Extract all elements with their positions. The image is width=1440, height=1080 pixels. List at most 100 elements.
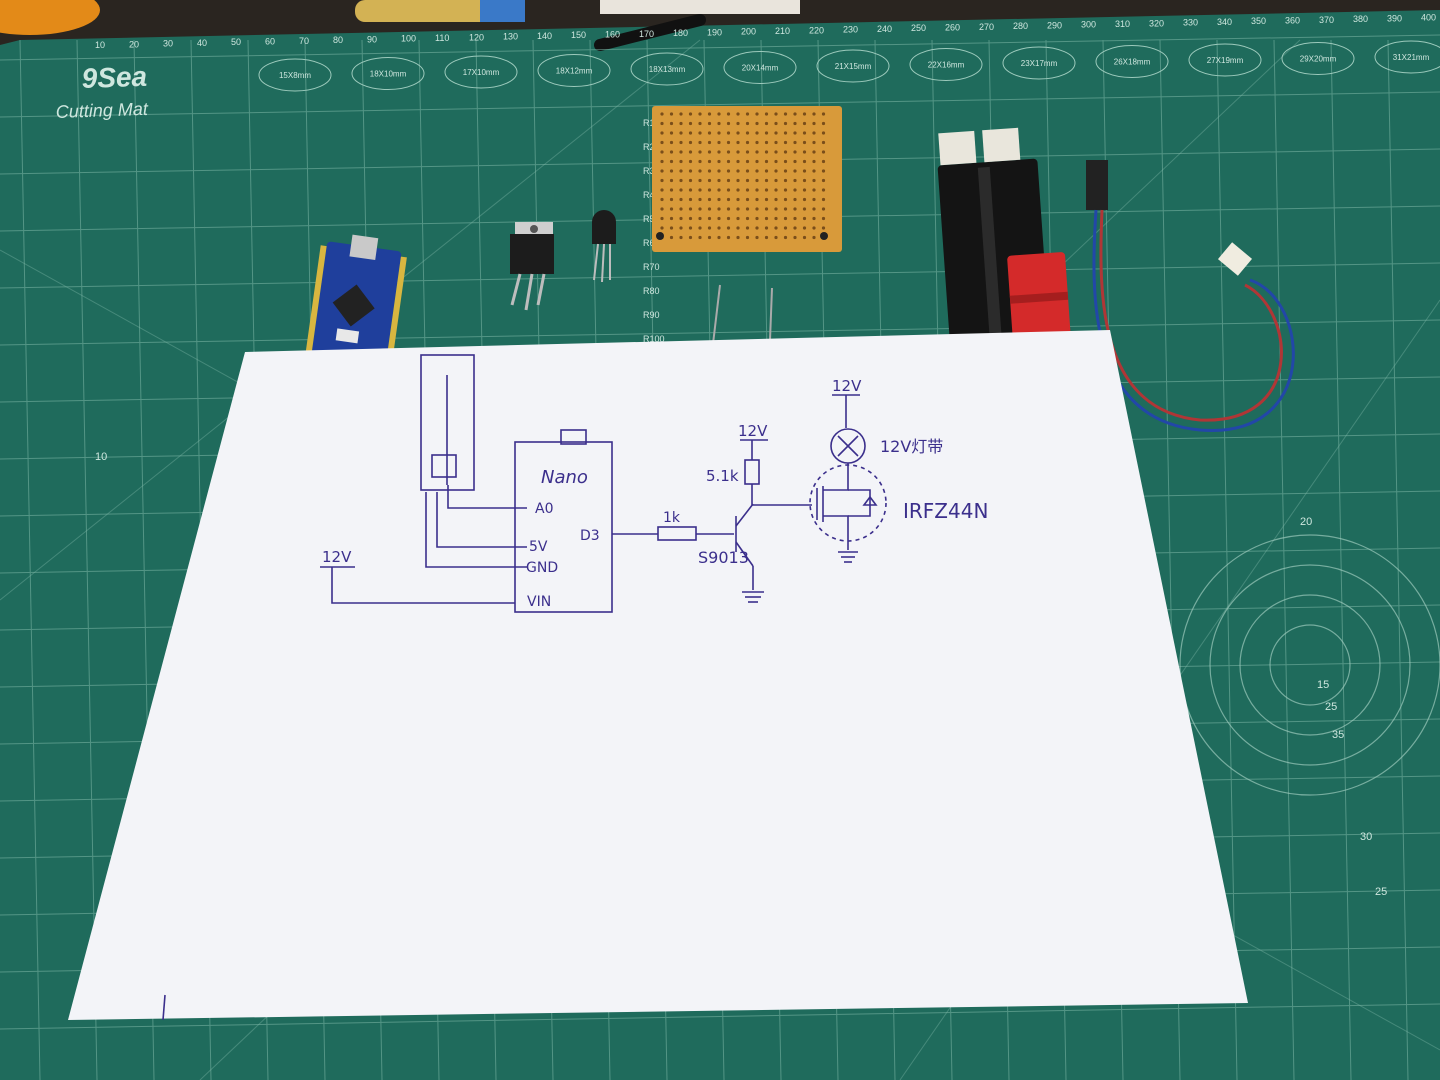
perfboard-hole: [745, 159, 750, 164]
label-d3: D3: [580, 528, 600, 544]
perfboard-hole: [783, 226, 788, 230]
circuit-schematic: [162, 354, 887, 1021]
perfboard-hole: [679, 178, 683, 183]
perfboard-hole: [812, 178, 816, 183]
perfboard: [652, 106, 842, 252]
perfboard-hole: [783, 207, 788, 211]
perfboard-hole: [698, 169, 702, 173]
perfboard-hole: [793, 169, 797, 173]
perfboard-hole: [783, 121, 788, 126]
perfboard-hole: [736, 150, 740, 154]
perfboard-hole: [736, 216, 740, 221]
size-circle: 26X18mm: [1095, 45, 1169, 78]
perfboard-hole: [802, 235, 807, 240]
perfboard-hole: [707, 150, 712, 154]
perfboard-hole: [717, 121, 721, 126]
perfboard-hole: [793, 159, 797, 164]
radius-mark: R30: [643, 166, 660, 176]
perfboard-hole: [669, 207, 674, 211]
perfboard-hole: [812, 159, 816, 164]
ruler-number: 160: [605, 30, 620, 40]
perfboard-hole: [679, 131, 683, 135]
ruler-number: 360: [1285, 16, 1300, 26]
perfboard-hole: [802, 207, 807, 211]
size-circle-label: 31X21mm: [1393, 53, 1430, 62]
size-circle-label: 23X17mm: [1021, 59, 1058, 68]
perfboard-hole: [764, 159, 769, 164]
ruler-number: 300: [1081, 20, 1096, 30]
label-5v: 5V: [529, 539, 548, 555]
ruler-number: 120: [469, 32, 484, 42]
perfboard-hole: [736, 159, 740, 164]
perfboard-hole: [783, 169, 788, 173]
screwdriver-band: [480, 0, 525, 22]
perfboard-hole: [821, 150, 826, 154]
perfboard-hole: [774, 150, 778, 154]
perfboard-hole: [745, 131, 750, 135]
perfboard-hole: [745, 207, 750, 211]
perfboard-hole: [669, 150, 674, 154]
perfboard-hole: [764, 150, 769, 154]
perfboard-hole: [660, 150, 664, 154]
perfboard-hole: [688, 178, 693, 183]
perfboard-hole: [736, 121, 740, 126]
perfboard-hole: [707, 169, 712, 173]
ruler-number: 220: [809, 25, 824, 35]
size-circle: 23X17mm: [1002, 46, 1076, 80]
ruler-number: 20: [129, 39, 139, 49]
size-circle-label: 15X8mm: [279, 71, 311, 80]
ruler-number: 100: [401, 34, 416, 44]
perfboard-hole: [774, 235, 778, 240]
size-circle-label: 17X10mm: [463, 68, 500, 77]
perfboard-hole: [688, 197, 693, 202]
perfboard-hole: [793, 235, 797, 240]
ruler-number: 170: [639, 29, 654, 39]
perfboard-hole: [726, 188, 731, 192]
perfboard-hole: [707, 226, 712, 230]
perfboard-hole: [660, 207, 664, 211]
perfboard-hole: [707, 121, 712, 126]
perfboard-hole: [793, 216, 797, 221]
ruler-number: 90: [367, 34, 377, 44]
perfboard-hole: [745, 226, 750, 230]
perfboard-hole: [707, 216, 712, 221]
perfboard-hole: [660, 112, 664, 116]
ruler-number: 140: [537, 31, 552, 41]
perfboard-hole: [755, 121, 759, 126]
schematic-labels: Nano A0 5V GND VIN D3 12V 12V 12V 5.1k 1…: [322, 377, 988, 610]
size-circle: 29X20mm: [1281, 42, 1355, 75]
radius-mark: R80: [643, 286, 660, 296]
perfboard-hole: [821, 178, 826, 183]
label-r-pullup: 5.1k: [706, 467, 739, 485]
ruler-number: 10: [95, 40, 105, 50]
size-circle-label: 29X20mm: [1300, 55, 1337, 64]
ruler-number: 260: [945, 23, 960, 33]
radius-mark: R70: [643, 262, 660, 272]
radius-mark: R100: [643, 334, 665, 344]
label-transistor: S9013: [698, 548, 749, 567]
perfboard-hole: [764, 226, 769, 230]
perfboard-hole: [793, 150, 797, 154]
perfboard-hole: [793, 226, 797, 230]
perfboard-hole: [764, 131, 769, 135]
perfboard-hole: [783, 235, 788, 240]
perfboard-hole: [783, 159, 788, 164]
perfboard-hole: [764, 169, 769, 173]
perfboard-hole: [821, 159, 826, 164]
radius-mark: R90: [643, 310, 660, 320]
radial-mark: 30: [1360, 831, 1372, 843]
perfboard-hole: [688, 226, 693, 230]
label-lamp: 12V灯带: [880, 437, 943, 456]
perfboard-hole: [726, 197, 731, 202]
perfboard-hole: [745, 178, 750, 183]
voltage-regulator: [510, 222, 554, 311]
perfboard-hole: [669, 197, 674, 202]
perfboard-holes: [660, 112, 826, 240]
perfboard-hole: [669, 188, 674, 192]
ruler-number: 60: [265, 37, 275, 47]
perfboard-hole: [812, 226, 816, 230]
perfboard-hole: [793, 207, 797, 211]
perfboard-hole: [660, 169, 664, 173]
perfboard-hole: [707, 140, 712, 145]
